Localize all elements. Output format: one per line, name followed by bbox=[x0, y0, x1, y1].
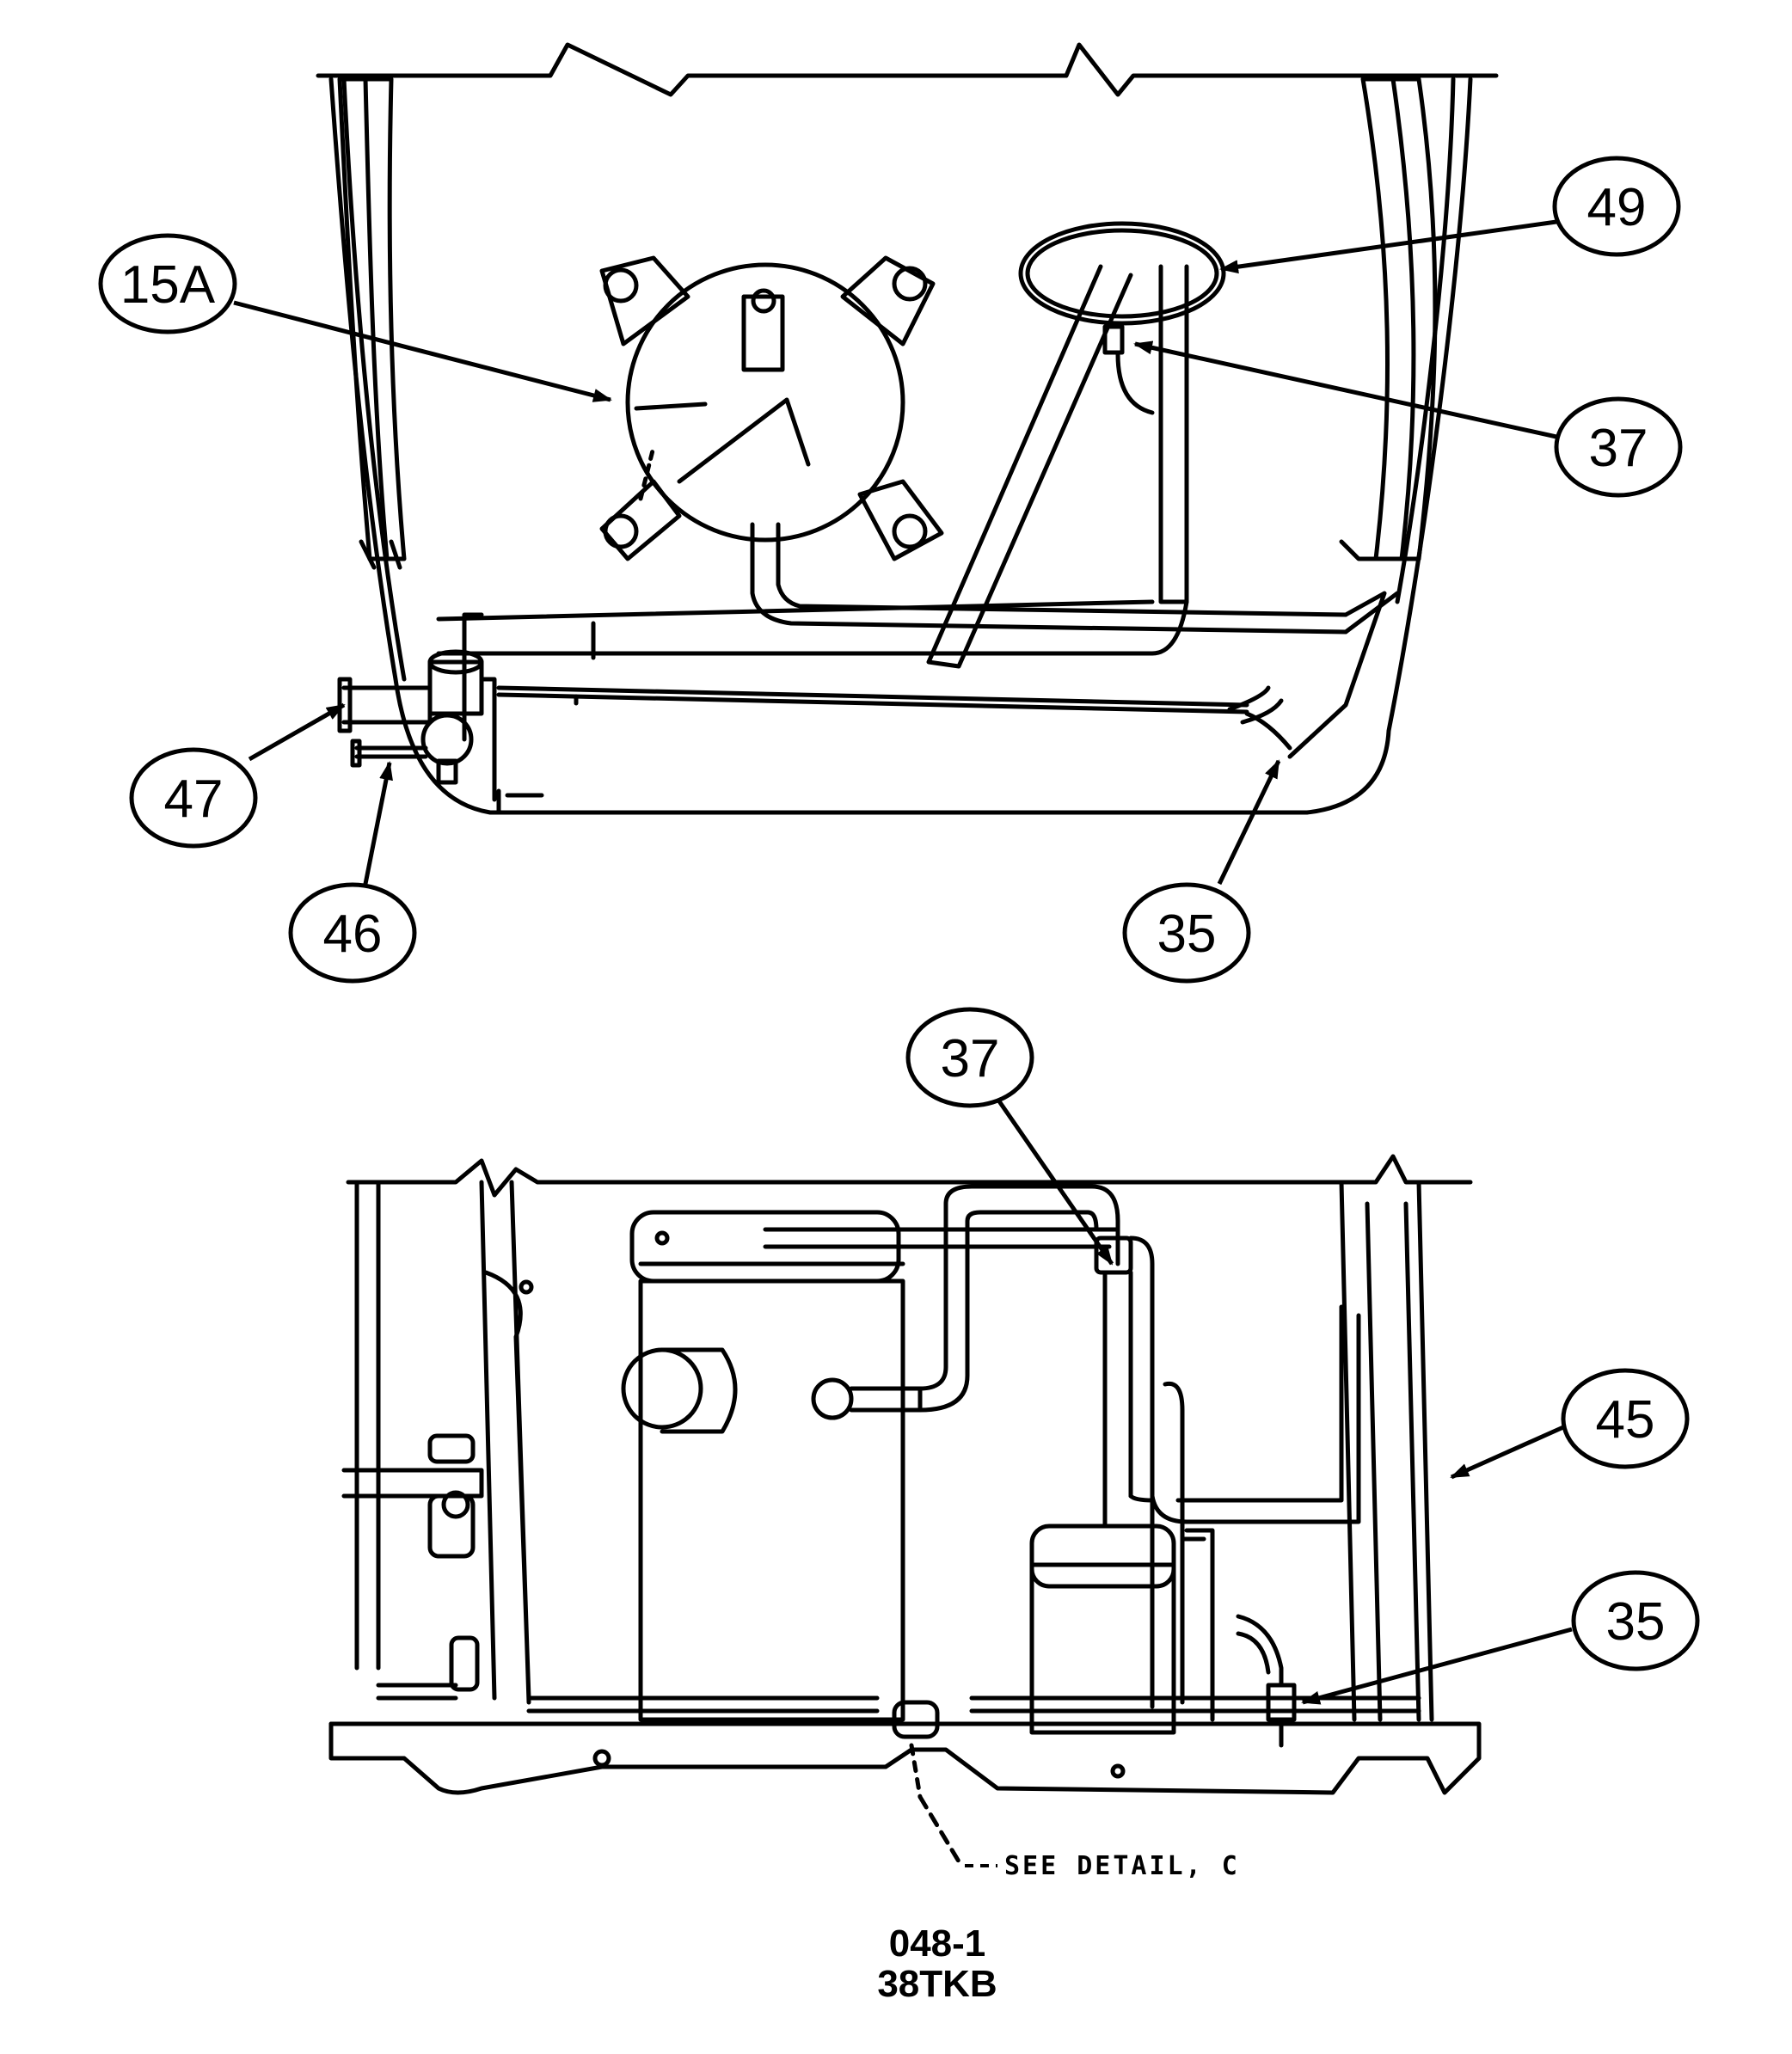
right-coil-panel bbox=[1360, 77, 1438, 561]
callout-leaders bbox=[233, 219, 1573, 1705]
model-number: 38TKB bbox=[877, 1963, 997, 2005]
svg-text:45: 45 bbox=[1596, 1390, 1655, 1450]
compressor-side-view bbox=[621, 1210, 923, 1722]
callout-37-side: 37 bbox=[905, 1007, 1034, 1108]
refrigerant-tubing bbox=[436, 264, 1400, 759]
callout-45: 45 bbox=[1561, 1368, 1690, 1469]
side-view bbox=[328, 1154, 1482, 1864]
svg-text:46: 46 bbox=[323, 904, 383, 964]
accumulator-side-view bbox=[1029, 1524, 1215, 1735]
svg-text:35: 35 bbox=[1606, 1592, 1666, 1652]
left-frame bbox=[354, 1180, 531, 1705]
side-valves bbox=[341, 1433, 484, 1701]
svg-text:15A: 15A bbox=[120, 255, 216, 315]
right-frame bbox=[1339, 1180, 1434, 1722]
drawing-number: 048-1 bbox=[889, 1922, 986, 1965]
callout-49: 49 bbox=[1552, 156, 1681, 257]
service-valves bbox=[337, 612, 544, 815]
callout-47: 47 bbox=[129, 747, 258, 849]
left-coil-panel bbox=[337, 77, 407, 561]
filter-drier-side bbox=[1236, 1614, 1297, 1748]
callout-37-top: 37 bbox=[1554, 396, 1683, 498]
callout-46: 46 bbox=[288, 882, 417, 984]
base-pan bbox=[328, 1721, 1482, 1795]
top-break-line bbox=[316, 42, 1499, 97]
detail-note: SEE DETAIL, C bbox=[1004, 1851, 1240, 1881]
svg-text:35: 35 bbox=[1157, 904, 1217, 964]
compressor-top-view bbox=[599, 255, 944, 561]
top-view bbox=[316, 42, 1499, 815]
svg-text:49: 49 bbox=[1587, 178, 1647, 237]
callout-15a: 15A bbox=[98, 233, 237, 334]
svg-text:37: 37 bbox=[941, 1029, 1000, 1088]
svg-text:47: 47 bbox=[164, 769, 224, 829]
callout-35-top: 35 bbox=[1122, 882, 1251, 984]
svg-text:37: 37 bbox=[1589, 419, 1648, 478]
side-tubing bbox=[763, 1184, 1361, 1709]
callout-35-side: 35 bbox=[1571, 1570, 1700, 1671]
